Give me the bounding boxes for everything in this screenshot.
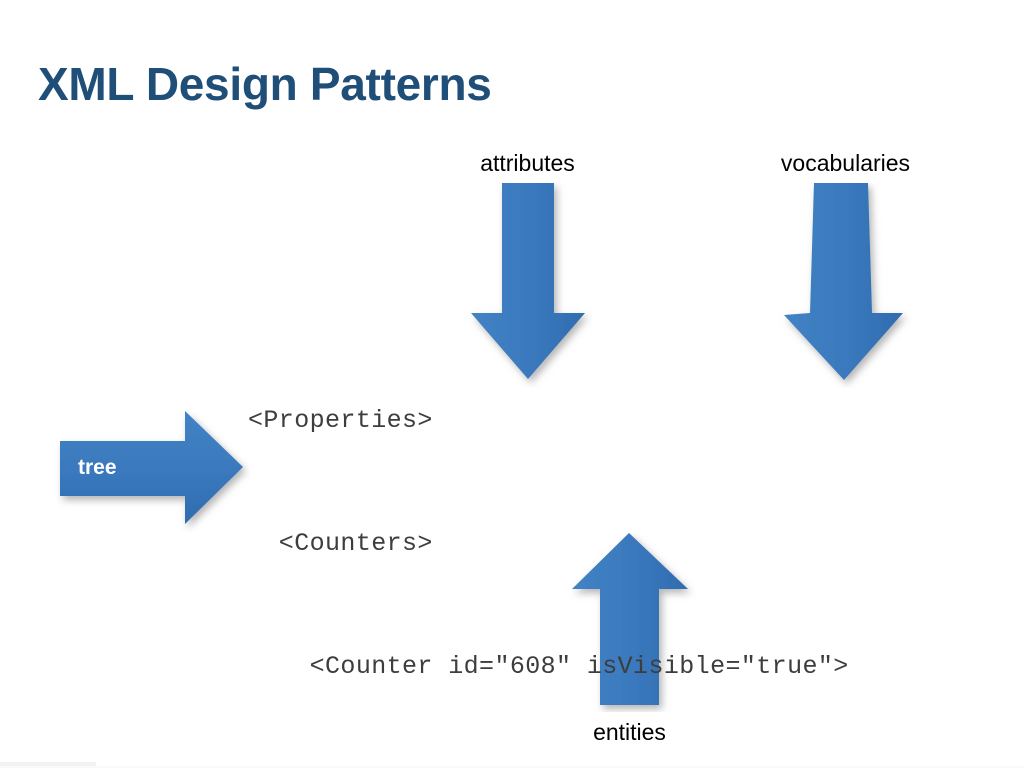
slide-edge-artifact: [0, 762, 96, 768]
callout-label-tree: tree: [78, 456, 117, 479]
callout-label-attributes: attributes: [480, 150, 575, 176]
callout-label-vocabularies: vocabularies: [780, 150, 911, 176]
code-line: <Counter id="608" isVisible="true">: [248, 652, 849, 681]
xml-code-block: <Properties> <Counters> <Counter id="608…: [248, 318, 864, 768]
page-title: XML Design Patterns: [38, 58, 492, 110]
callout-label-entities: entities: [593, 719, 666, 745]
code-line: <Counters>: [248, 529, 433, 558]
slide-bottom-hairline: [0, 766, 1024, 768]
arrow-right-icon: [60, 411, 243, 524]
code-line: <Properties>: [248, 406, 433, 435]
